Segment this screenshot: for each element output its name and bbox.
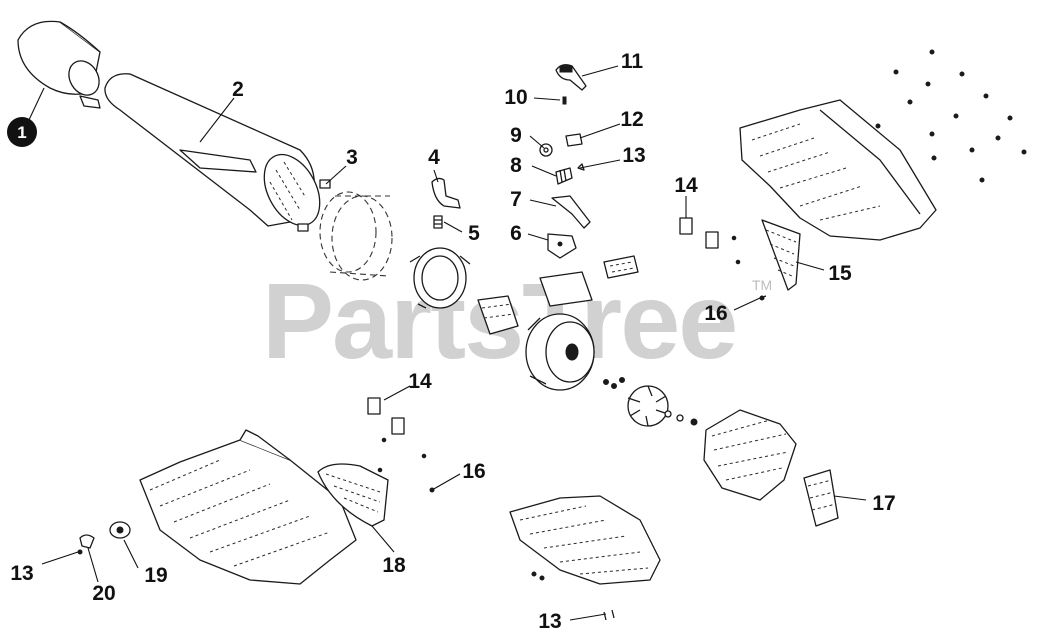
part-fan-shroud[interactable] [409, 247, 471, 309]
callout-15: 15 [828, 262, 852, 285]
part-screws-center[interactable] [603, 377, 625, 389]
callout-11: 11 [621, 50, 644, 73]
part-fan-housing[interactable] [525, 313, 595, 391]
part-screws-top-right[interactable] [875, 49, 1027, 183]
part-pad-14-upper[interactable] [679, 217, 741, 265]
part-housing-right-lower[interactable] [703, 409, 797, 501]
part-screw-13-left[interactable] [77, 549, 83, 555]
part-pin-16-upper[interactable] [759, 295, 767, 301]
part-lock-button-11[interactable] [555, 64, 587, 91]
part-bracket-12[interactable] [565, 133, 583, 147]
part-trigger-assembly-6[interactable] [547, 233, 577, 259]
part-switch-lever-4[interactable] [431, 177, 461, 209]
callout-13-bottom: 13 [538, 610, 561, 633]
part-screws-13-bottom[interactable] [603, 609, 615, 621]
part-blower-tube[interactable] [104, 73, 331, 235]
callout-16-lower: 16 [462, 460, 485, 483]
callout-3: 3 [346, 146, 358, 169]
part-clip-3[interactable] [297, 179, 331, 232]
callout-10: 10 [504, 86, 527, 109]
callout-19: 19 [144, 564, 167, 587]
callout-8: 8 [510, 154, 522, 177]
part-pad-14-lower[interactable] [367, 397, 427, 473]
callout-18: 18 [382, 554, 406, 577]
watermark-trademark: TM [752, 277, 772, 293]
callout-16-upper: 16 [704, 302, 727, 325]
callout-6: 6 [510, 222, 522, 245]
part-housing-right-upper[interactable] [739, 99, 937, 241]
callout-13-switch: 13 [622, 144, 645, 167]
part-clip-20[interactable] [79, 534, 95, 549]
leader-lines [27, 65, 867, 621]
part-spring-5[interactable] [433, 215, 443, 229]
callout-20: 20 [92, 582, 115, 605]
part-spring-8[interactable] [555, 167, 573, 185]
callout-1-label: 1 [17, 123, 26, 142]
callout-9: 9 [510, 124, 522, 147]
part-motor-housing-dashed [319, 191, 393, 281]
callout-badge-1: 1 [7, 117, 37, 147]
part-trigger-7[interactable] [551, 195, 591, 229]
part-nozzle-tip[interactable] [17, 20, 105, 109]
callout-2: 2 [232, 78, 244, 101]
part-housing-left-lower[interactable] [139, 429, 357, 585]
callout-7: 7 [510, 188, 522, 211]
callout-12: 12 [620, 108, 643, 131]
callout-4: 4 [428, 146, 440, 169]
part-battery-housing-bottom[interactable] [509, 495, 661, 585]
part-grille-18[interactable] [317, 463, 389, 527]
part-knob-19[interactable] [109, 521, 131, 539]
part-grille-15[interactable] [761, 219, 801, 291]
callout-14-upper: 14 [674, 174, 698, 197]
callout-13-left: 13 [10, 562, 33, 585]
part-motor[interactable] [477, 295, 519, 335]
part-grille-17[interactable] [803, 469, 839, 527]
part-impeller[interactable] [627, 385, 698, 427]
part-circuit-board[interactable] [539, 255, 639, 307]
callout-14-lower: 14 [408, 370, 432, 393]
callout-17: 17 [872, 492, 895, 515]
part-pin-10[interactable] [562, 96, 567, 105]
callout-5: 5 [468, 222, 480, 245]
